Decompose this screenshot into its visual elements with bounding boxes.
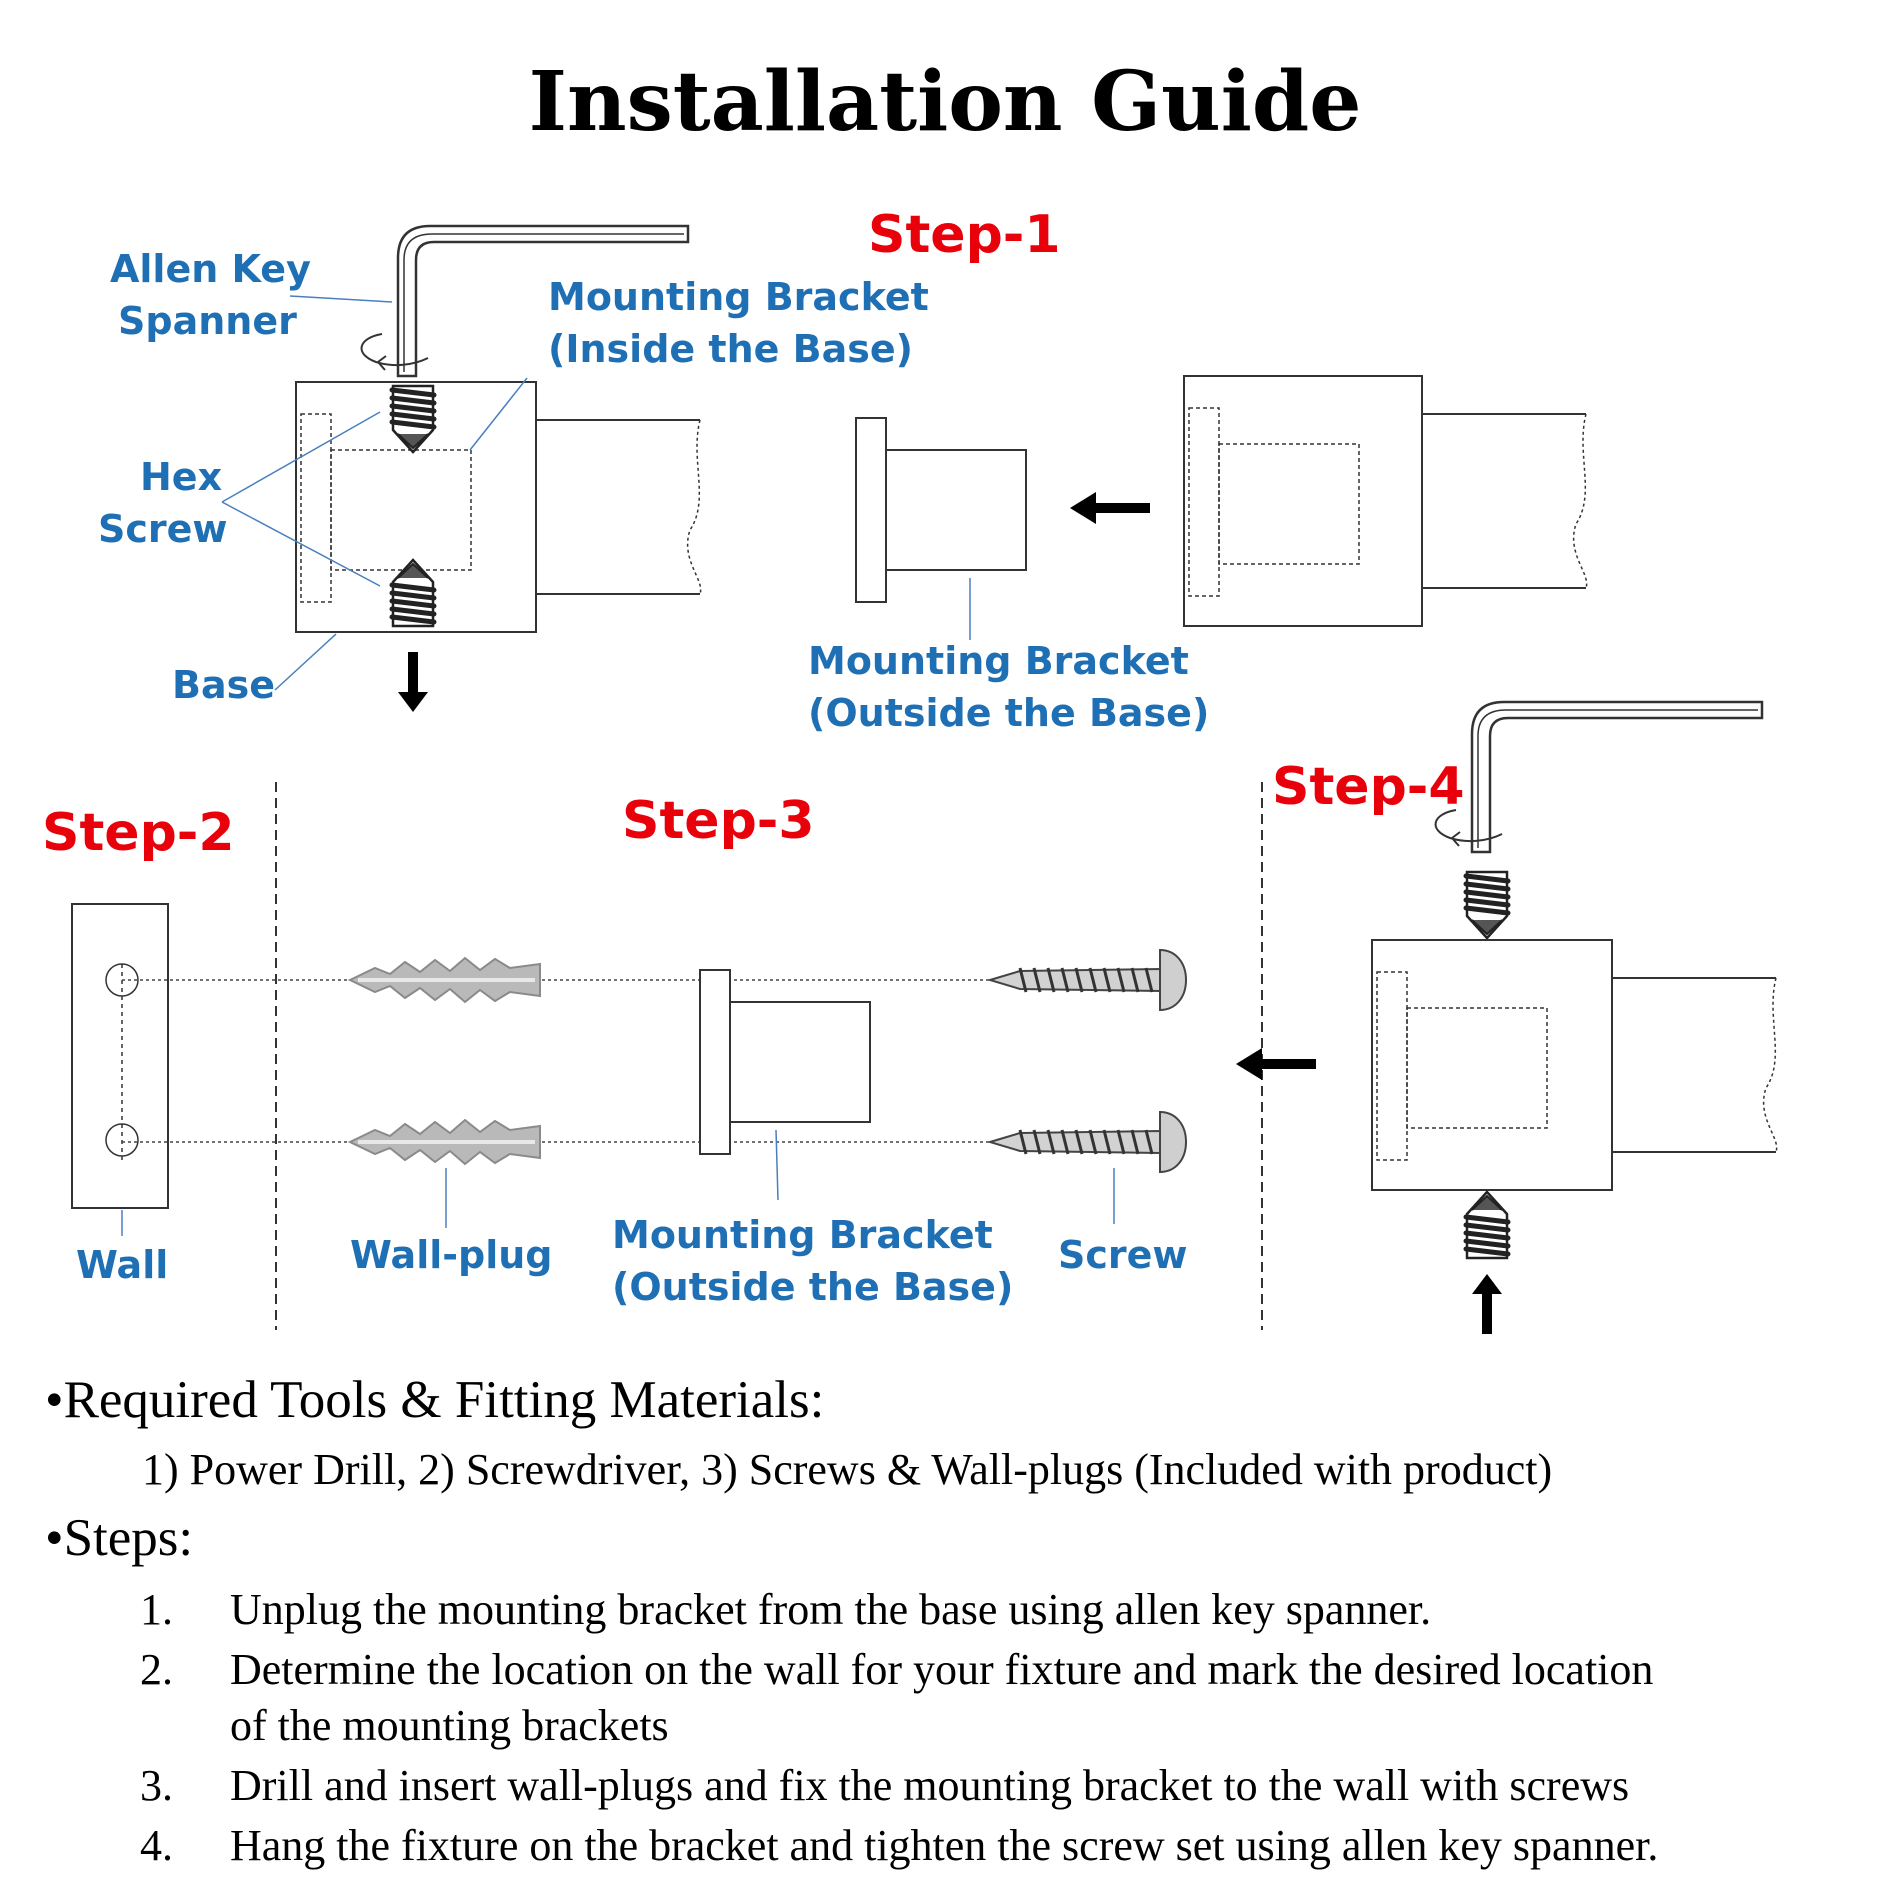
label-mb-outside-2: (Outside the Base) xyxy=(808,691,1209,735)
installation-diagram: Installation Guide Allen Key Spanner Hex… xyxy=(42,54,1778,1334)
label-mb-inside-1: Mounting Bracket xyxy=(548,275,929,319)
label-mb-outside3-2: (Outside the Base) xyxy=(612,1265,1013,1309)
label-hex: Hex xyxy=(140,455,222,499)
step-number-2: 2. xyxy=(140,1645,173,1694)
label-screw: Screw xyxy=(1058,1233,1188,1277)
screw-bottom xyxy=(988,1110,1188,1174)
page-title: Installation Guide xyxy=(529,54,1362,150)
step3-bracket xyxy=(699,969,871,1155)
step4-base-assembly xyxy=(1371,700,1778,1334)
step-text-3: Drill and insert wall-plugs and fix the … xyxy=(230,1761,1630,1810)
wall-plug-top xyxy=(348,956,542,1004)
label-mb-inside-2: (Inside the Base) xyxy=(548,327,913,371)
steps-heading-row: •Steps: xyxy=(45,1508,193,1568)
step1-bracket-outside xyxy=(855,417,1027,603)
step1-title: Step-1 xyxy=(868,205,1061,265)
step23-leaders xyxy=(121,1129,1115,1236)
tools-heading-row: •Required Tools & Fitting Materials: xyxy=(45,1370,824,1430)
alignment-lines xyxy=(122,979,990,1143)
bullet-icon: • xyxy=(45,1371,64,1429)
wall-plate xyxy=(71,903,169,1209)
step1-leaders xyxy=(221,295,971,691)
label-mb-outside-1: Mounting Bracket xyxy=(808,639,1189,683)
label-allen-key: Allen Key xyxy=(110,247,311,291)
step-text-2: Determine the location on the wall for y… xyxy=(230,1645,1654,1694)
step-number-3: 3. xyxy=(140,1761,173,1810)
label-wall-plug: Wall-plug xyxy=(350,1233,553,1277)
step-number-4: 4. xyxy=(140,1821,173,1870)
step3-title: Step-3 xyxy=(622,791,815,851)
step1-arrow-left xyxy=(1070,492,1150,524)
tools-list: 1) Power Drill, 2) Screwdriver, 3) Screw… xyxy=(142,1445,1553,1494)
step-text-1: Unplug the mounting bracket from the bas… xyxy=(230,1585,1432,1634)
step-text-2-cont: of the mounting brackets xyxy=(230,1701,669,1750)
step2-title: Step-2 xyxy=(42,803,235,863)
screw-top xyxy=(988,948,1188,1012)
wall-plug-bottom xyxy=(348,1118,542,1166)
label-wall: Wall xyxy=(76,1243,168,1287)
step4-title: Step-4 xyxy=(1272,757,1465,817)
step-number-1: 1. xyxy=(140,1585,173,1634)
step4-arrow-left xyxy=(1236,1048,1316,1080)
step-text-4: Hang the fixture on the bracket and tigh… xyxy=(230,1821,1659,1870)
label-screw-hex: Screw xyxy=(98,507,228,551)
tools-heading: Required Tools & Fitting Materials: xyxy=(63,1371,825,1429)
step1-base-assembly xyxy=(295,224,702,712)
step1-base-empty xyxy=(1183,375,1588,627)
label-base: Base xyxy=(172,663,275,707)
steps-heading: Steps: xyxy=(63,1509,194,1567)
bullet-icon: • xyxy=(45,1509,64,1567)
label-mb-outside3-1: Mounting Bracket xyxy=(612,1213,993,1257)
label-spanner: Spanner xyxy=(118,299,297,343)
